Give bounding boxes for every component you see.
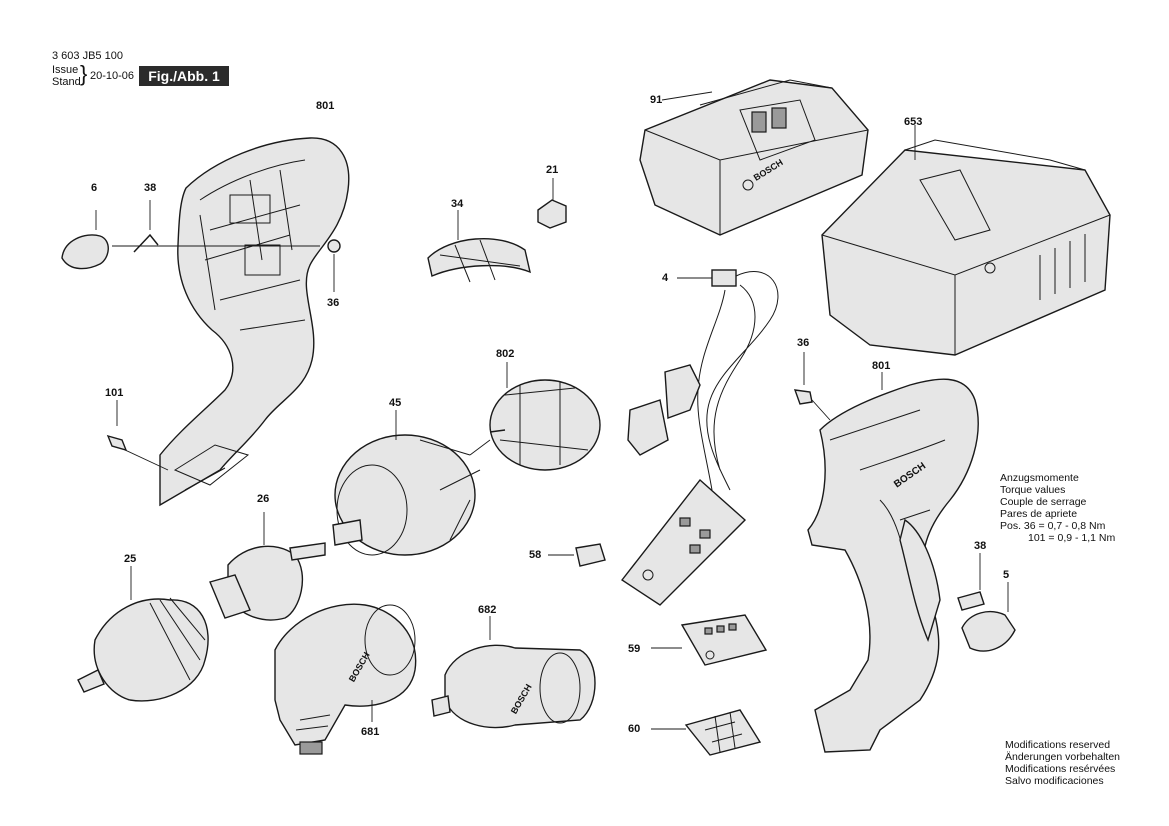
- callout-26: 26: [257, 493, 270, 505]
- torque-value-36: Pos. 36 = 0,7 - 0,8 Nm: [1000, 520, 1106, 532]
- callout-802: 802: [496, 348, 515, 360]
- stand-label: Stand: [52, 76, 81, 88]
- callout-58: 58: [529, 549, 542, 561]
- callout-801: 801: [316, 100, 335, 112]
- callout-45: 45: [389, 397, 402, 409]
- pad-58: [575, 543, 606, 567]
- callout-101: 101: [105, 387, 124, 399]
- callout-38: 38: [144, 182, 157, 194]
- clutch-ring-26: [209, 542, 326, 621]
- spring-clip: [133, 233, 159, 253]
- cover-plate-59: [680, 614, 768, 666]
- torque-heading-fr: Couple de serrage: [1000, 496, 1087, 508]
- screw-36: [327, 239, 341, 253]
- modifications-de: Änderungen vorbehalten: [1005, 751, 1121, 763]
- brace: }: [80, 61, 88, 86]
- modifications-en: Modifications reserved: [1005, 739, 1111, 751]
- circuit-board: [620, 478, 747, 606]
- issue-date: 20-10-06: [90, 70, 135, 82]
- torque-value-101: 101 = 0,9 - 1,1 Nm: [1028, 532, 1116, 544]
- callout-801-right: 801: [872, 360, 891, 372]
- spring-right: [957, 591, 985, 611]
- callout-34: 34: [451, 198, 464, 210]
- cap-21: [537, 199, 567, 229]
- callout-91: 91: [650, 94, 663, 106]
- callout-36: 36: [327, 297, 340, 309]
- callout-25: 25: [124, 553, 137, 565]
- drill-chuck-25: [77, 597, 209, 702]
- callout-6: 6: [91, 182, 98, 194]
- callout-682: 682: [478, 604, 497, 616]
- battery-charger: [821, 139, 1111, 356]
- torque-heading-en: Torque values: [1000, 484, 1066, 496]
- screw-36-right: [793, 389, 813, 405]
- modifications-es: Salvo modificaciones: [1005, 775, 1104, 787]
- callout-60: 60: [628, 723, 641, 735]
- callout-4: 4: [662, 272, 669, 284]
- figure-label: Fig./Abb. 1: [139, 66, 229, 86]
- callout-36-right: 36: [797, 337, 810, 349]
- motor-802: [489, 379, 601, 471]
- switch-cover: [427, 238, 531, 277]
- gearbox-45: [332, 434, 481, 556]
- callout-21: 21: [546, 164, 559, 176]
- wiring-harness: [627, 269, 779, 491]
- screw-101: [106, 434, 128, 452]
- callout-5: 5: [1003, 569, 1010, 581]
- angle-attachment-681: [274, 603, 417, 755]
- eccentric-attachment-682: [431, 644, 596, 729]
- callout-681: 681: [361, 726, 380, 738]
- switch-knob: [61, 234, 109, 270]
- battery-pack: [639, 79, 869, 236]
- part-number: 3 603 JB5 100: [52, 50, 123, 62]
- housing-left-half: [159, 137, 350, 507]
- housing-right-half: [807, 378, 979, 753]
- modifications-fr: Modifications resérvées: [1005, 763, 1116, 775]
- issue-label: Issue: [52, 64, 79, 76]
- torque-heading-es: Pares de apriete: [1000, 508, 1078, 520]
- contact-plate-60: [684, 709, 762, 756]
- torque-heading-de: Anzugsmomente: [1000, 472, 1079, 484]
- switch-knob-right: [961, 611, 1016, 652]
- callout-59: 59: [628, 643, 641, 655]
- callout-653: 653: [904, 116, 923, 128]
- callout-38-right: 38: [974, 540, 987, 552]
